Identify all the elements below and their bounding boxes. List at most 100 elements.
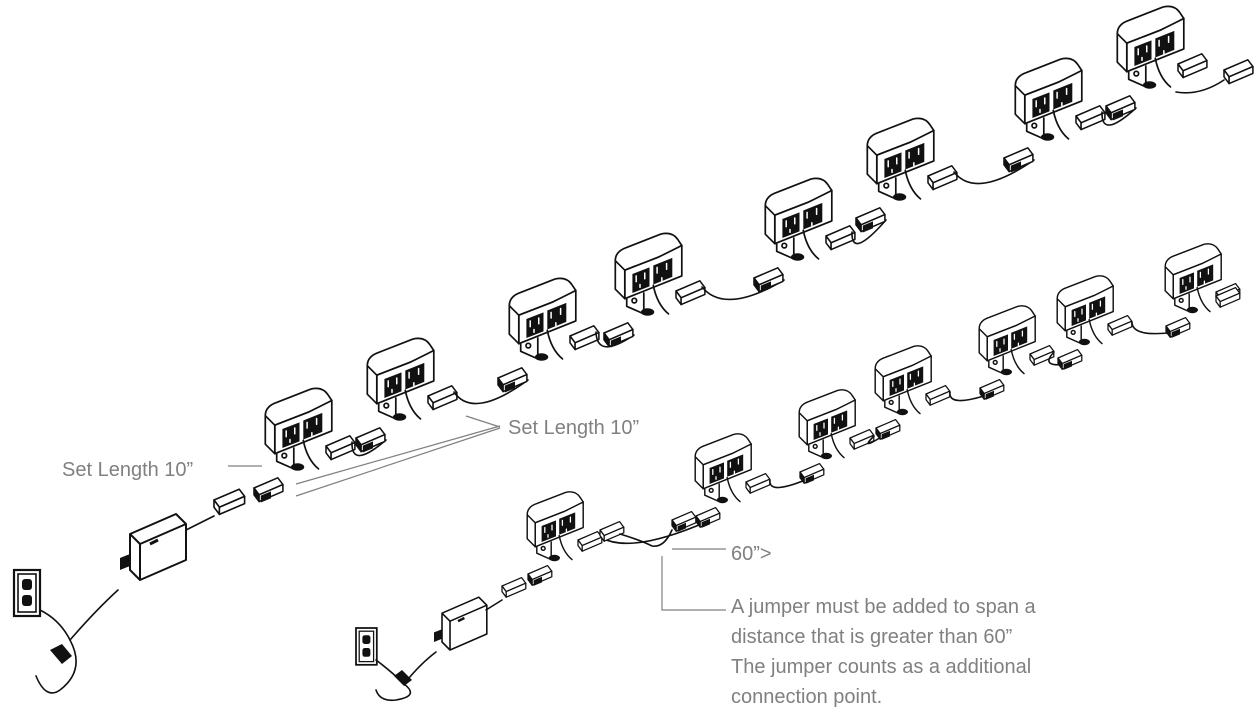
input-cable <box>69 589 119 641</box>
power-supply-box <box>434 596 488 651</box>
power-outlet-unit <box>866 117 935 201</box>
female-connector <box>527 564 553 586</box>
cable <box>1175 79 1225 94</box>
jumper-note-line-3: The jumper counts as a additional <box>731 656 1032 678</box>
cable <box>851 219 887 245</box>
cable <box>453 379 529 405</box>
outlet-box-side <box>1164 266 1174 300</box>
power-outlet-unit <box>614 232 683 316</box>
female-connector <box>1057 348 1083 370</box>
receptacle-icon <box>1155 30 1175 58</box>
mounting-knob <box>392 413 407 421</box>
outlet-box-side <box>874 368 884 402</box>
power-outlet-unit <box>1014 57 1083 141</box>
male-connector <box>927 165 958 191</box>
male-connector <box>1177 53 1208 79</box>
receptacle-icon <box>559 512 576 535</box>
cable <box>485 599 503 611</box>
mounting-knob <box>896 408 908 416</box>
cable <box>953 159 1035 185</box>
wall-outlet-icon <box>355 627 378 666</box>
leader-right-a <box>295 425 501 485</box>
mounting-knob <box>1040 133 1055 141</box>
male-connector <box>675 280 706 306</box>
outlet-box-side <box>866 144 878 185</box>
outlet-box-side <box>1014 84 1026 125</box>
drop-cord <box>558 534 573 561</box>
male-connector <box>825 225 856 251</box>
power-outlet-unit <box>1164 243 1222 314</box>
mounting-knob <box>534 353 549 361</box>
mounting-knob <box>548 554 560 562</box>
outlet-box-side <box>526 514 536 548</box>
receptacle-icon <box>727 454 744 477</box>
receptacle-icon <box>405 362 425 390</box>
male-connector <box>569 325 600 351</box>
power-outlet-unit <box>264 387 333 471</box>
mounting-knob <box>1186 306 1198 314</box>
power-outlet-unit <box>526 491 584 562</box>
jumper-cable <box>619 529 673 547</box>
female-connector <box>671 510 697 532</box>
power-outlet-unit <box>978 305 1036 376</box>
female-connector <box>355 427 386 453</box>
outlet-box-side <box>614 259 626 300</box>
callout-leader-lines <box>228 415 726 611</box>
supply-plug <box>120 554 130 570</box>
male-connector <box>577 530 603 552</box>
receptacle-icon <box>907 366 924 389</box>
female-connector <box>1165 316 1191 338</box>
outlet-box-side <box>798 412 808 446</box>
female-connector <box>855 207 886 233</box>
male-connector <box>1029 344 1055 366</box>
jumper-note-line-2: distance that is greater than 60” <box>731 626 1013 648</box>
cable <box>351 439 387 457</box>
supply-plug <box>434 629 442 642</box>
female-connector <box>753 267 784 293</box>
drop-cord <box>1010 348 1025 375</box>
lower-row <box>355 243 1241 702</box>
female-connector <box>979 378 1005 400</box>
male-connector <box>599 520 625 542</box>
jumper-note: A jumper must be added to span a distanc… <box>731 592 1036 712</box>
power-outlet-unit <box>798 389 856 460</box>
mounting-knob <box>1078 338 1090 346</box>
drop-cord <box>1196 286 1211 313</box>
power-outlet-unit <box>874 345 932 416</box>
power-outlet-unit <box>764 177 833 261</box>
set-length-label-left: Set Length 10” <box>62 459 194 481</box>
drop-cord <box>904 169 922 200</box>
female-connector <box>497 367 528 393</box>
receptacle-icon <box>547 302 567 330</box>
male-connector <box>745 472 771 494</box>
leader-right-b <box>295 427 501 497</box>
outlet-box-side <box>1116 32 1128 73</box>
power-outlet-unit <box>366 337 435 421</box>
drop-cord <box>1088 318 1103 345</box>
drop-cord <box>1052 109 1070 140</box>
power-outlet-unit <box>1116 5 1185 89</box>
wall-plug <box>50 644 72 664</box>
drop-cord <box>802 229 820 260</box>
input-cable <box>403 651 437 685</box>
leader-right-c <box>465 415 501 428</box>
female-connector <box>603 322 634 348</box>
drop-cord <box>404 389 422 420</box>
female-connector <box>875 418 901 440</box>
upper-row <box>12 5 1254 694</box>
mounting-knob <box>290 463 305 471</box>
receptacle-icon <box>831 410 848 433</box>
male-connector <box>849 428 875 450</box>
mounting-knob <box>640 308 655 316</box>
male-connector <box>1223 59 1254 85</box>
female-connector <box>695 506 721 528</box>
female-connector <box>799 462 825 484</box>
mounting-knob <box>716 496 728 504</box>
wall-outlet-icon <box>12 568 42 618</box>
mounting-knob <box>1142 81 1157 89</box>
span-threshold-label: 60”> <box>731 543 772 565</box>
male-connector <box>325 435 356 461</box>
drop-cord <box>906 388 921 415</box>
cable <box>185 515 215 531</box>
